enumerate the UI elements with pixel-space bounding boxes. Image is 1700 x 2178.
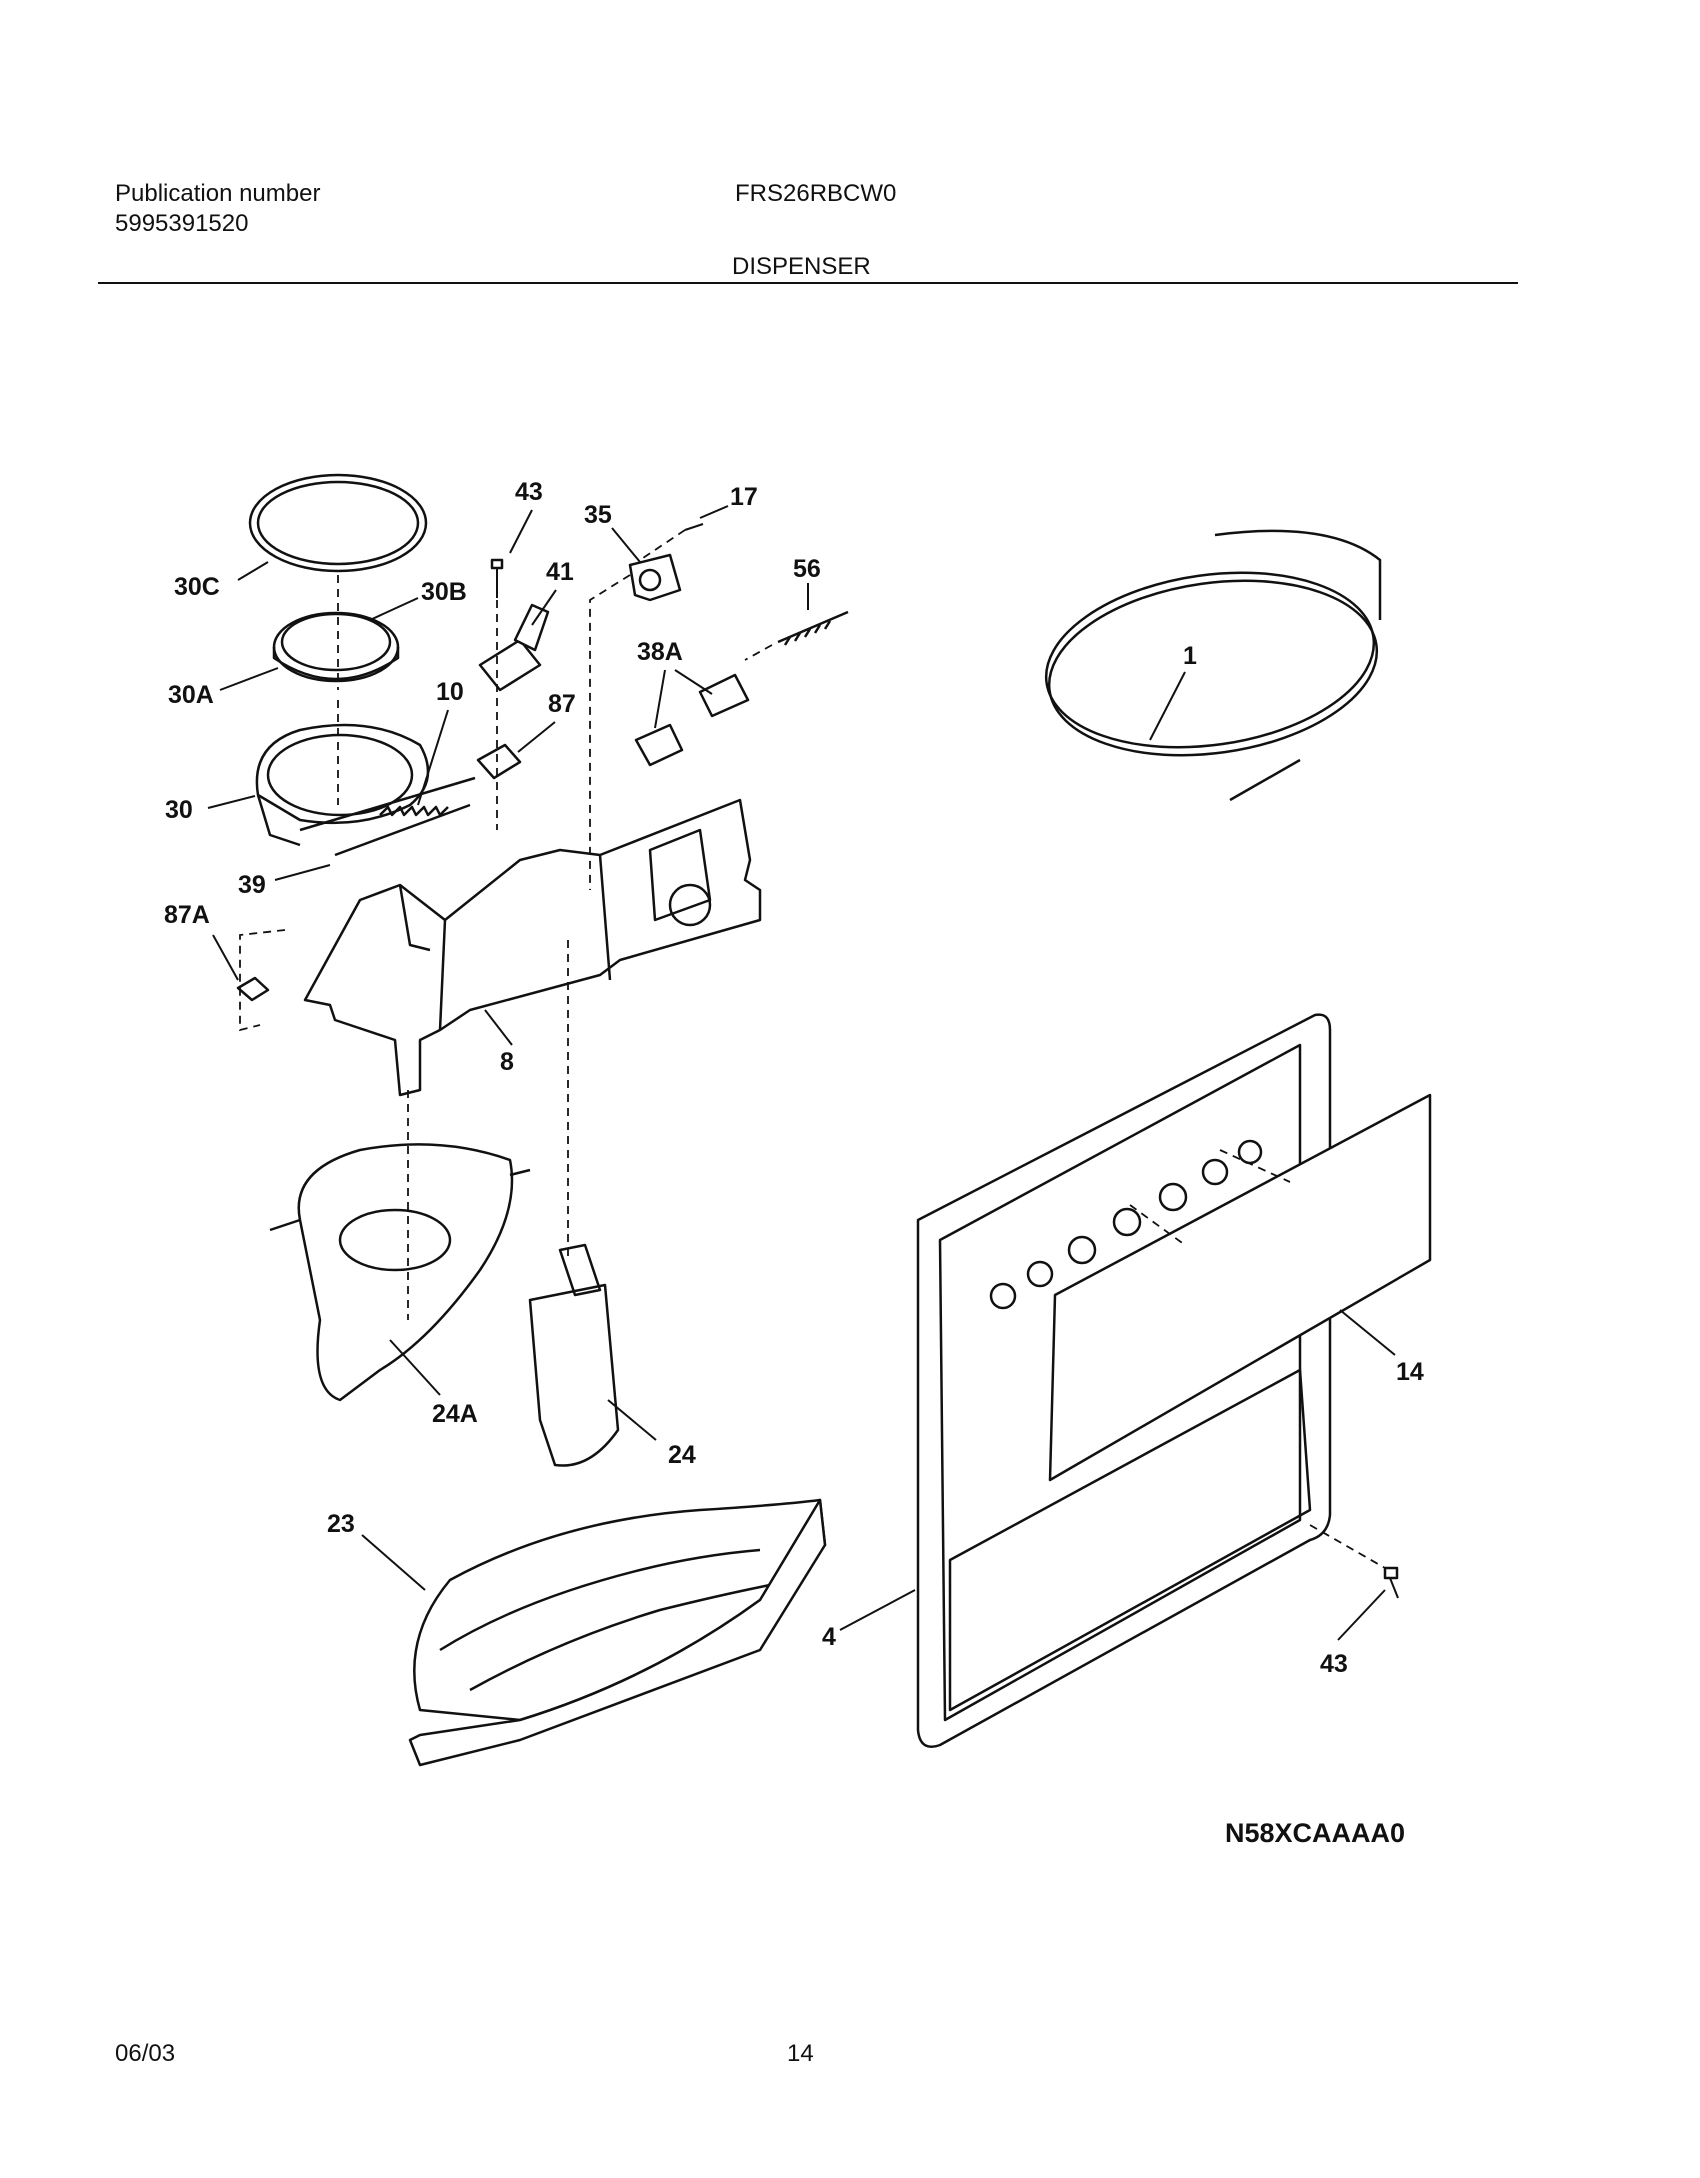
callout-43-bottom: 43 [1320,1650,1348,1678]
diagram-code: N58XCAAAA0 [1225,1818,1405,1848]
page-number: 14 [787,2040,814,2067]
switch-38a [634,673,750,767]
drip-tray-23 [408,1498,827,1767]
clip-87a [236,976,270,1002]
callout-87: 87 [548,690,576,718]
overlay-14 [1048,1093,1432,1482]
screw-43-top [490,558,504,598]
model-number: FRS26RBCW0 [735,180,897,207]
flap-24 [528,1243,620,1467]
control-buttons [989,1139,1263,1310]
callout-10: 10 [436,678,464,706]
ice-chute-24a [269,1143,531,1402]
assembly-guide-lines [239,529,1386,1569]
screw-43-bottom [1383,1566,1399,1599]
callout-30b: 30B [421,578,467,606]
switch-35 [628,553,682,602]
ice-door-30 [255,723,476,857]
screw-17 [684,523,704,531]
publication-number: 5995391520 [115,210,249,237]
callout-4: 4 [822,1623,836,1651]
callout-38a: 38A [637,638,683,666]
header-rule [98,282,1518,284]
lens-30b-bezel-30a [272,611,400,683]
dispenser-housing-8 [303,798,762,1097]
callout-24: 24 [668,1441,696,1469]
gasket-30c [248,473,428,573]
bracket-41 [478,603,550,692]
footer-date: 06/03 [115,2040,176,2067]
callout-43-top: 43 [515,478,543,506]
callout-8: 8 [500,1048,514,1076]
clip-87 [476,743,522,780]
callout-56: 56 [793,555,821,583]
section-title: DISPENSER [732,253,871,280]
callout-1: 1 [1183,642,1197,670]
callout-24a: 24A [432,1400,478,1428]
callout-35: 35 [584,501,612,529]
callout-39: 39 [238,871,266,899]
callout-30a: 30A [168,681,214,709]
spring-56 [777,610,849,646]
spring-10 [379,805,449,817]
publication-label: Publication number [115,180,321,207]
callout-leaders [207,505,1396,1641]
callout-23: 23 [327,1510,355,1538]
callout-87a: 87A [164,901,210,929]
callout-30c: 30C [174,573,220,601]
callout-30: 30 [165,796,193,824]
callout-41: 41 [546,558,574,586]
callout-17: 17 [730,483,758,511]
callout-14: 14 [1396,1358,1424,1386]
tubing-coil-1 [1044,529,1382,802]
